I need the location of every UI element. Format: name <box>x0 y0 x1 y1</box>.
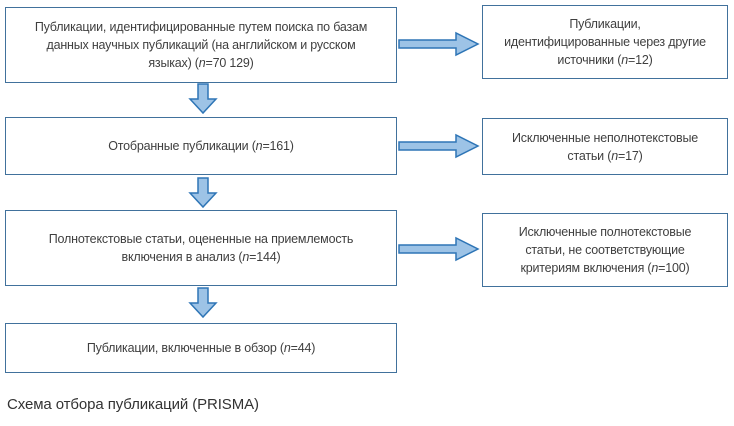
box-text: Публикации, включенные в обзор (n=44) <box>86 341 316 355</box>
box-text: Исключенные полнотекстовые статьи, не со… <box>518 225 692 275</box>
box-text: Публикации, идентифицированные через дру… <box>504 17 706 67</box>
figure-caption: Схема отбора публикаций (PRISMA) <box>7 396 259 413</box>
box-excluded-nonfulltext: Исключенные неполнотекстовые статьи (n=1… <box>482 118 728 175</box>
box-text: Полнотекстовые статьи, оцененные на прие… <box>48 232 354 264</box>
arrow-down-icon <box>188 177 218 209</box>
arrow-right-icon <box>398 133 480 159</box>
box-identified-other-sources: Публикации, идентифицированные через дру… <box>482 5 728 79</box>
box-excluded-fulltext: Исключенные полнотекстовые статьи, не со… <box>482 213 728 287</box>
box-fulltext-assessed: Полнотекстовые статьи, оцененные на прие… <box>5 210 397 286</box>
box-text: Отобранные публикации (n=161) <box>108 139 294 153</box>
arrow-down-icon <box>188 287 218 319</box>
box-included: Публикации, включенные в обзор (n=44) <box>5 323 397 373</box>
box-text: Публикации, идентифицированные путем пои… <box>34 20 368 70</box>
box-text: Исключенные неполнотекстовые статьи (n=1… <box>511 130 698 163</box>
arrow-right-icon <box>398 236 480 262</box>
arrow-down-icon <box>188 83 218 115</box>
arrow-right-icon <box>398 31 480 57</box>
box-screened: Отобранные публикации (n=161) <box>5 117 397 175</box>
box-identified-databases: Публикации, идентифицированные путем пои… <box>5 7 397 83</box>
